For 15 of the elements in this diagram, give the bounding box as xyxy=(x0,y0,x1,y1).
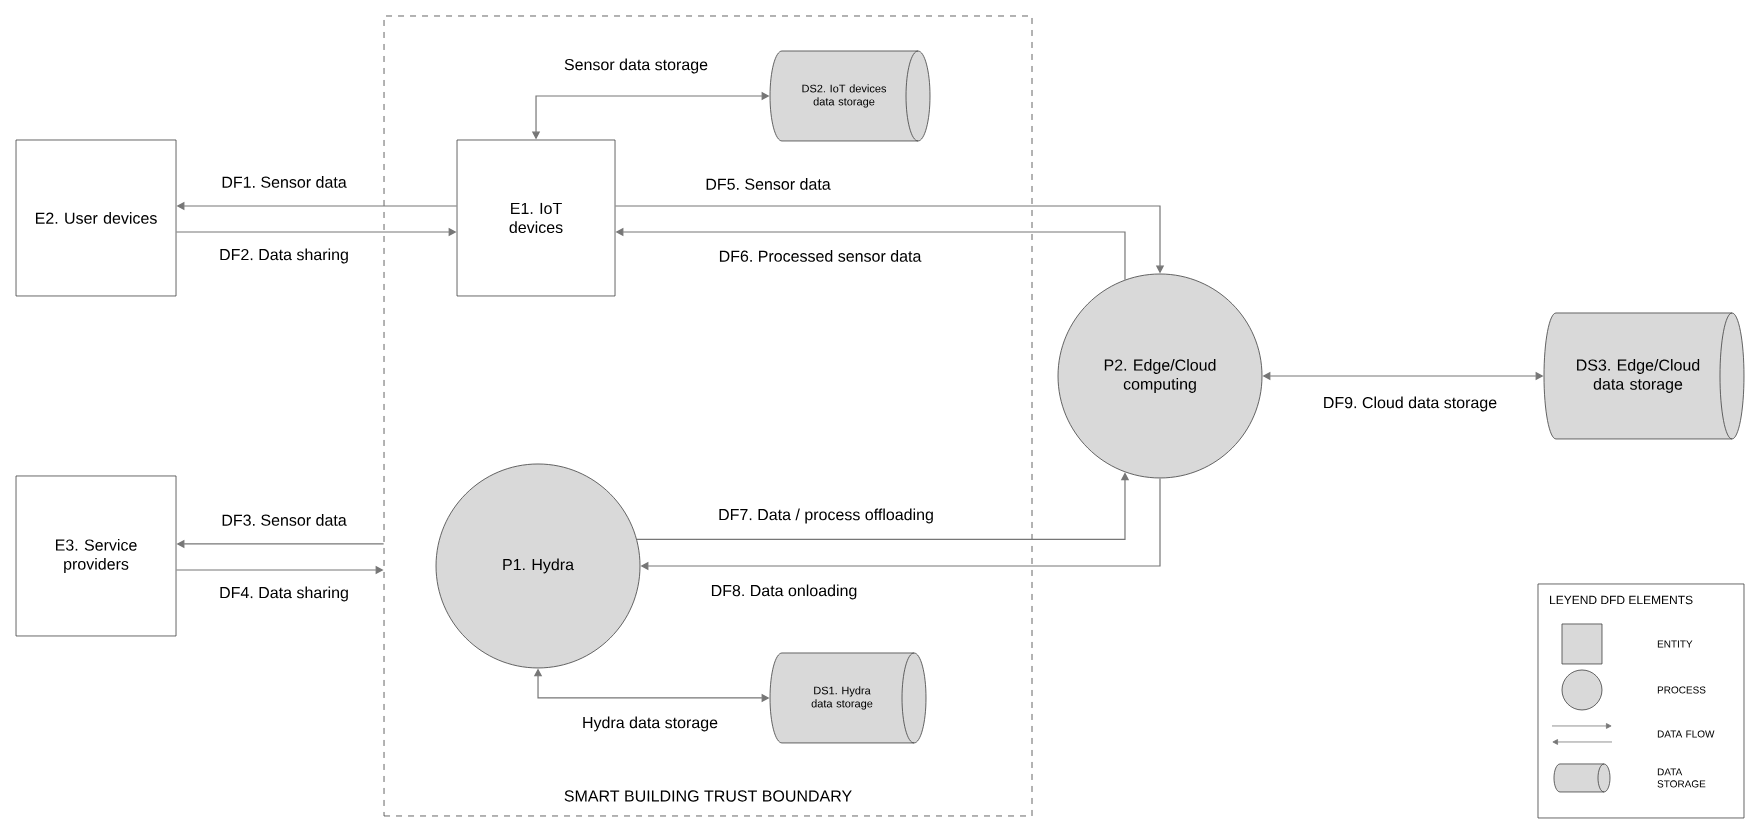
edge-label: DF5. Sensor data xyxy=(703,176,833,192)
data-storage-cylinder: DS3. Edge/Cloud data storage xyxy=(1543,312,1745,440)
edge-label: DF6. Processed sensor data xyxy=(716,248,924,264)
edge-label: DF9. Cloud data storage xyxy=(1320,394,1500,414)
entity-box: E1. IoT devices xyxy=(456,139,616,297)
entity-box: E3. Service providers xyxy=(15,475,177,637)
edge-label: DF2. Data sharing xyxy=(217,246,351,266)
edge-label: Sensor data storage xyxy=(561,56,711,76)
edge-label: DF3. Sensor data xyxy=(219,512,349,528)
entity-box: E2. User devices xyxy=(15,139,177,297)
edge-label: DF7. Data / process offloading xyxy=(716,506,936,526)
edge-label: DF4. Data sharing xyxy=(217,584,351,604)
edge-label: Hydra data storage xyxy=(580,714,721,734)
edge-label: DF1. Sensor data xyxy=(219,174,349,190)
edge-label: DF8. Data onloading xyxy=(708,582,860,602)
